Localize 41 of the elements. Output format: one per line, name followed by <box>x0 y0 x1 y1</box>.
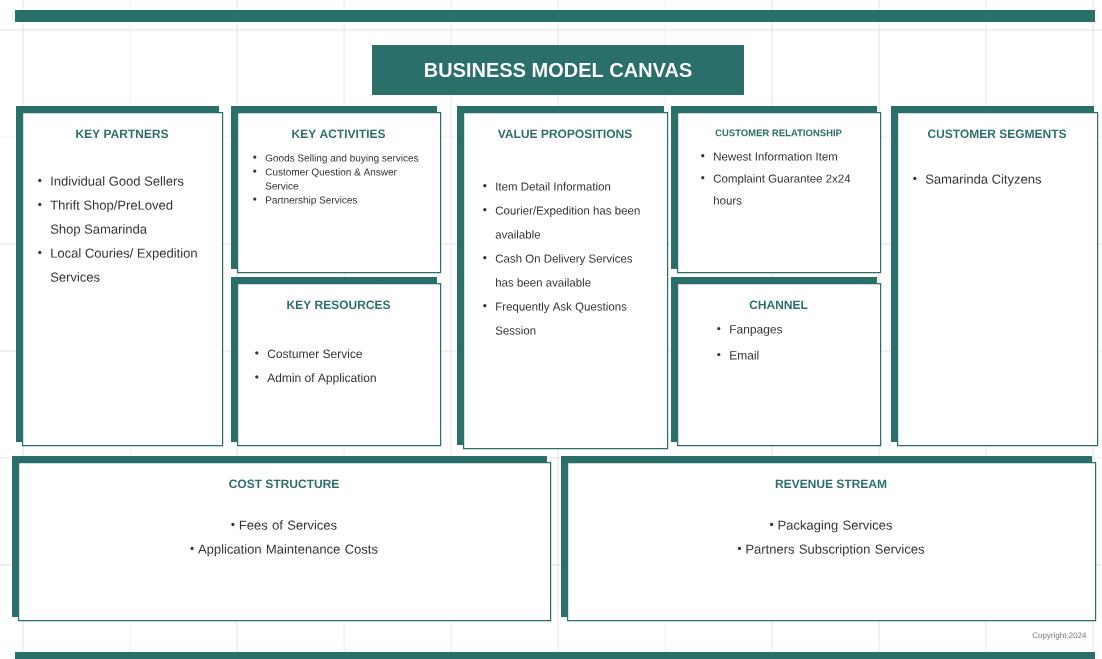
bullet-item: Goods Selling and buying services <box>253 154 419 164</box>
section-heading: CHANNEL <box>749 300 808 309</box>
canvas-box <box>891 106 1099 447</box>
bullet-item: Samarinda Cityzens <box>913 174 1042 187</box>
section-heading: KEY ACTIVITIES <box>292 129 386 138</box>
canvas-box <box>16 106 224 447</box>
bullet-item: Admin of Application <box>255 373 376 385</box>
section-heading: KEY RESOURCES <box>287 300 390 309</box>
bullet-item: Costumer Service <box>255 349 362 358</box>
bullet-item: Courier/Expedition has been available <box>483 206 640 239</box>
canvas-box <box>671 277 882 447</box>
copyright-note: Copyright 2024 <box>1032 632 1087 640</box>
bullet-item: Fees of Services <box>231 520 337 530</box>
section-heading: COST STRUCTURE <box>229 479 339 488</box>
bullet-item: Item Detail Information <box>483 182 611 191</box>
bullet-item: Cash On Delivery Services has been available <box>483 254 633 287</box>
section-heading: CUSTOMER SEGMENTS <box>927 129 1067 138</box>
bullet-item: Local Couries/ Expedition Services <box>38 248 197 282</box>
section-heading: KEY PARTNERS <box>76 129 169 138</box>
bullet-item: Packaging Services <box>770 520 892 533</box>
canvas-box <box>231 106 442 274</box>
canvas-box <box>231 277 442 447</box>
title-banner: BUSINESS MODEL CANVAS <box>372 45 744 95</box>
bullet-item: Customer Question & Answer Service <box>253 168 397 190</box>
canvas-box <box>457 106 669 450</box>
bullet-item: Frequently Ask Questions Session <box>483 302 627 335</box>
bullet-item: Complaint Guarantee 2x24 hours <box>701 174 851 205</box>
canvas-box <box>561 456 1097 622</box>
bullet-item: Fanpages <box>717 325 783 336</box>
section-heading: VALUE PROPOSITIONS <box>497 129 632 138</box>
bullet-item: Partners Subscription Services <box>737 544 925 557</box>
bullet-item: Newest Information Item <box>701 152 838 161</box>
section-heading: REVENUE STREAM <box>775 479 887 488</box>
bullet-item: Individual Good Sellers <box>38 176 184 186</box>
section-heading: CUSTOMER RELATIONSHIP <box>715 129 842 137</box>
bullet-item: Thrift Shop/PreLoved Shop Samarinda <box>38 200 173 237</box>
bullet-item: Email <box>717 350 759 360</box>
bullet-item: Partnership Services <box>253 196 358 206</box>
canvas-box <box>12 456 552 622</box>
bullet-item: Application Maintenance Costs <box>190 544 378 557</box>
canvas-box <box>671 106 882 274</box>
